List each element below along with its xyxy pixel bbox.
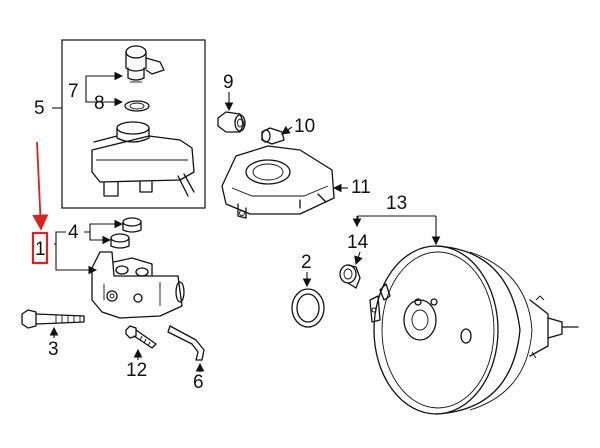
callout-12: 12 [126, 360, 147, 381]
bolt-part-12 [125, 325, 157, 349]
callout-6: 6 [193, 372, 204, 393]
bolt-part-3 [21, 309, 85, 329]
callout-4: 4 [68, 222, 79, 243]
reservoir-tank [91, 121, 195, 197]
callout-5: 5 [34, 98, 45, 119]
pipe-part-6 [167, 325, 205, 361]
callout-11: 11 [351, 177, 371, 198]
callout-3: 3 [48, 339, 59, 360]
reservoir-cover-part-11 [221, 145, 335, 219]
callout-9: 9 [223, 72, 234, 93]
o-ring-part-8 [124, 100, 150, 112]
level-sensor-part-7 [125, 45, 165, 83]
callout-8: 8 [94, 93, 105, 114]
callout-2: 2 [301, 252, 312, 273]
master-cylinder-part-1 [91, 251, 185, 319]
brake-booster-part-13 [369, 245, 579, 415]
reservoir-inset-box [61, 39, 206, 209]
highlight-box-part-1 [31, 231, 49, 265]
callout-13: 13 [386, 193, 407, 214]
callout-1: 1 [35, 239, 46, 260]
callout-10: 10 [294, 116, 315, 137]
callout-7: 7 [68, 81, 79, 102]
sensor-part-9 [217, 111, 246, 133]
callout-14: 14 [347, 232, 369, 253]
plug-part-10 [261, 127, 285, 145]
grommet-part-14 [339, 264, 361, 289]
highlight-arrow [32, 141, 49, 231]
gasket-part-2 [291, 288, 325, 328]
cap-part-4 [110, 217, 142, 249]
